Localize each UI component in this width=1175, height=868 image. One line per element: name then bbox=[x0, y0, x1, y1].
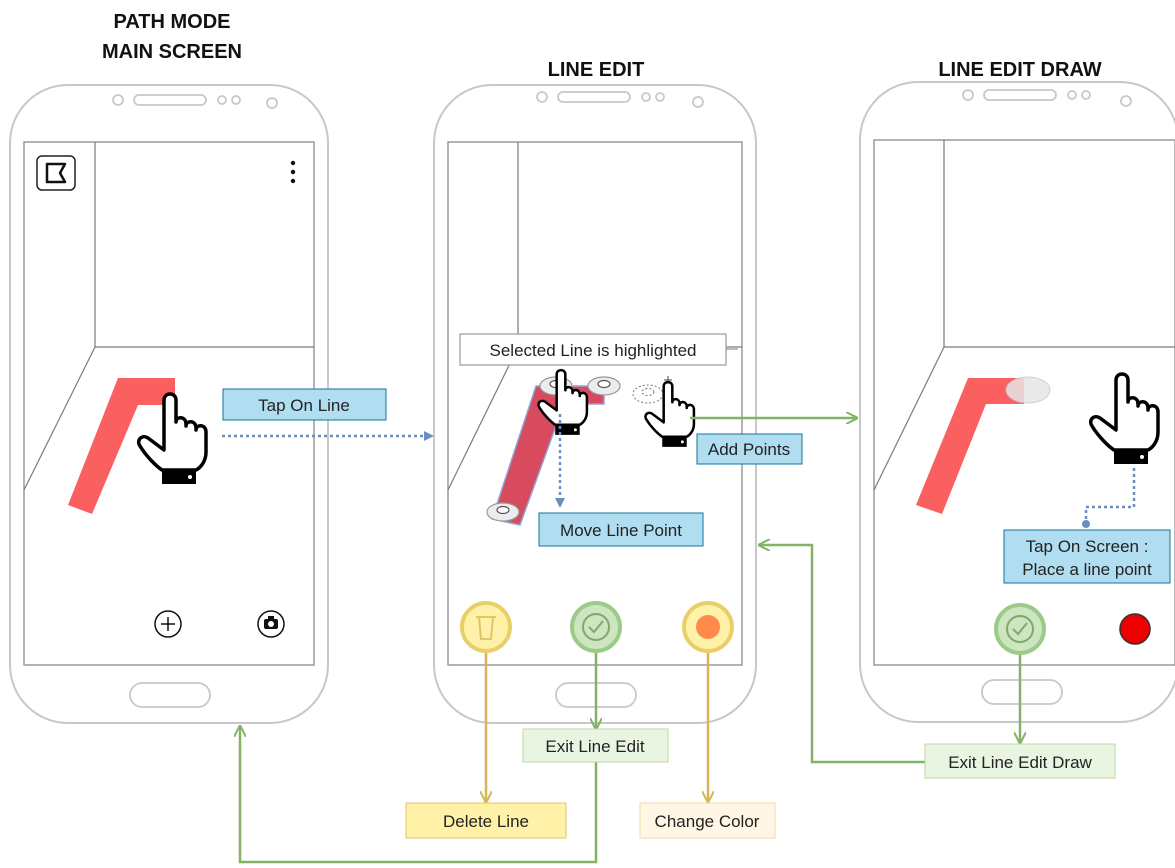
svg-text:Change Color: Change Color bbox=[655, 812, 760, 831]
svg-text:Place a line point: Place a line point bbox=[1022, 560, 1152, 579]
exit-line-edit-label: Exit Line Edit bbox=[522, 728, 669, 763]
exit-line-edit-return-arrow bbox=[240, 727, 598, 864]
change-color-label: Change Color bbox=[639, 802, 776, 839]
line-point-handle[interactable] bbox=[486, 502, 520, 522]
line-edit-title: LINE EDIT bbox=[548, 59, 645, 81]
line-point-handle[interactable] bbox=[587, 376, 621, 396]
delete-line-label: Delete Line bbox=[405, 802, 567, 839]
path-line[interactable] bbox=[916, 378, 1024, 514]
phone-line-edit-draw bbox=[859, 81, 1175, 723]
camera-icon[interactable] bbox=[257, 610, 285, 638]
selected-line-callout: Selected Line is highlighted bbox=[459, 333, 738, 366]
svg-text:Selected Line is highlighted: Selected Line is highlighted bbox=[490, 341, 697, 360]
delete-line-button[interactable] bbox=[460, 601, 512, 653]
svg-text:Move Line Point: Move Line Point bbox=[560, 521, 682, 540]
path-line[interactable] bbox=[68, 378, 175, 514]
tap-on-line-label: Tap On Line bbox=[222, 388, 387, 421]
place-point-dot bbox=[1082, 520, 1090, 528]
exit-line-edit-draw-button[interactable] bbox=[994, 603, 1046, 655]
line-edit-draw-title: LINE EDIT DRAW bbox=[938, 59, 1101, 81]
exit-draw-return-arrow bbox=[760, 545, 925, 764]
change-color-button[interactable] bbox=[682, 601, 734, 653]
move-line-point-label: Move Line Point bbox=[538, 512, 704, 547]
svg-text:Exit Line Edit Draw: Exit Line Edit Draw bbox=[948, 753, 1092, 772]
add-points-label: Add Points bbox=[696, 433, 803, 465]
main-screen-title-line1: PATH MODE bbox=[113, 11, 230, 33]
record-icon[interactable] bbox=[1119, 613, 1151, 645]
more-vert-icon[interactable] bbox=[290, 160, 296, 184]
svg-text:Tap On Screen :: Tap On Screen : bbox=[1026, 537, 1149, 556]
add-icon[interactable] bbox=[154, 610, 182, 638]
exit-line-edit-button[interactable] bbox=[570, 601, 622, 653]
svg-text:Delete Line: Delete Line bbox=[443, 812, 529, 831]
main-screen-title-line2: MAIN SCREEN bbox=[102, 41, 242, 63]
path-mode-icon[interactable] bbox=[36, 155, 76, 191]
tap-on-screen-label: Tap On Screen : Place a line point bbox=[1003, 529, 1171, 584]
phone-line-edit bbox=[433, 84, 757, 724]
exit-line-edit-draw-label: Exit Line Edit Draw bbox=[924, 743, 1116, 779]
svg-text:Tap On Line: Tap On Line bbox=[258, 396, 350, 415]
phone-main-screen bbox=[9, 84, 329, 724]
svg-text:Add Points: Add Points bbox=[708, 440, 790, 459]
line-point-preview bbox=[1005, 376, 1051, 404]
svg-text:Exit Line Edit: Exit Line Edit bbox=[545, 737, 644, 756]
selected-path-line[interactable] bbox=[491, 385, 605, 526]
place-point-connector bbox=[1084, 468, 1136, 526]
